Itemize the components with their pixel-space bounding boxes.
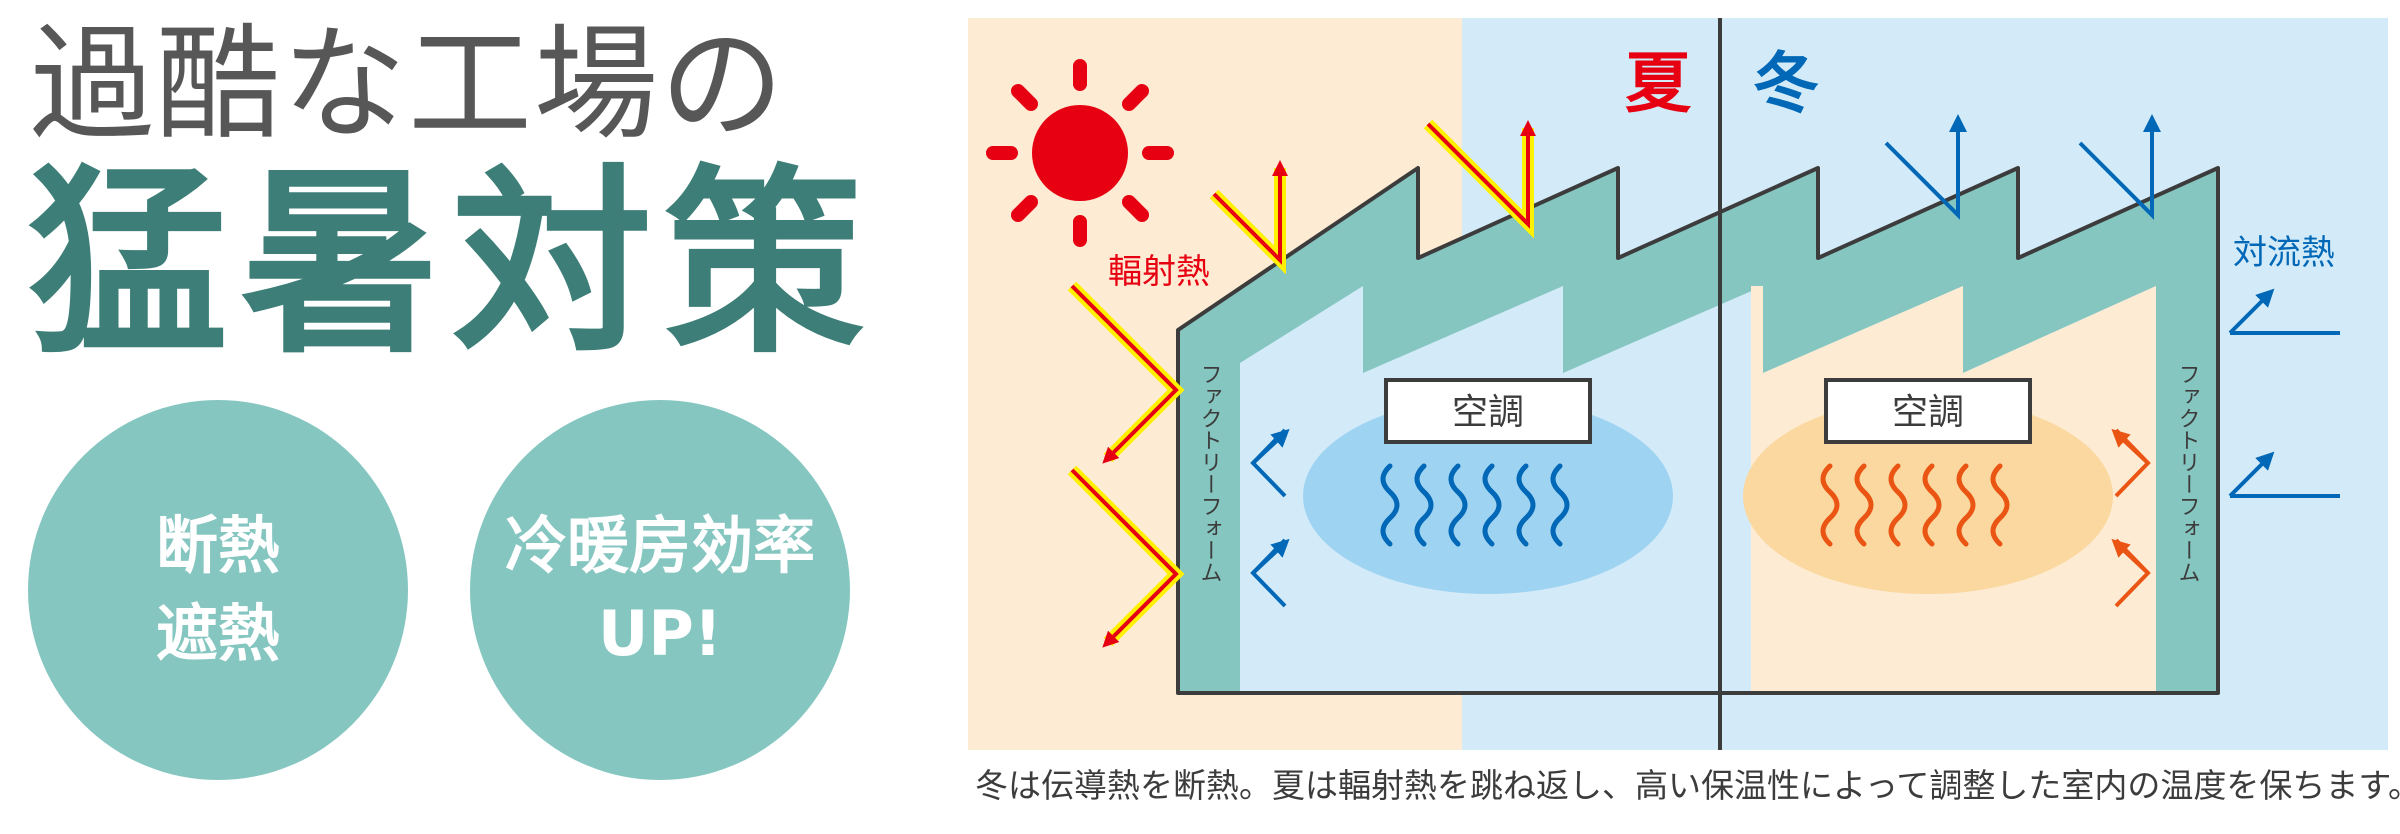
ac-unit-winter: 空調 (1824, 378, 2032, 444)
ac-label-winter: 空調 (1892, 392, 1964, 433)
radiant-heat-label: 輻射熱 (1108, 252, 1210, 292)
factory-diagram: 夏 冬 輻射熱 ファクトリーフォーム ファクトリーフォーム (968, 18, 2388, 750)
convection-heat-label: 対流熱 (2233, 233, 2335, 273)
badge-efficiency: 冷暖房効率 UP! (470, 400, 850, 780)
heat-loss-arrow (1884, 114, 1967, 220)
radiant-heat-arrow (1423, 119, 1536, 239)
headline-main: 猛暑対策 (28, 148, 877, 381)
sun-icon (986, 59, 1174, 247)
badge-efficiency-line1: 冷暖房効率 (504, 509, 815, 582)
radiant-heat-arrow (1067, 281, 1185, 464)
warm-air-area (1743, 398, 2113, 594)
radiant-heat-arrow (1067, 465, 1185, 648)
headline-line1: 過酷な工場の (30, 13, 787, 157)
warm-air-wave-icon (1820, 463, 2010, 547)
season-summer-label: 夏 (1625, 45, 1692, 122)
convection-heat-arrow (2228, 451, 2340, 498)
badge-efficiency-line2: UP! (597, 597, 723, 670)
cool-retention-arrow (1250, 538, 1290, 608)
badge-insulation-line1: 断熱 (155, 509, 280, 582)
cool-air-area (1303, 398, 1673, 594)
convection-heat-arrow (2228, 288, 2340, 335)
season-winter-label: 冬 (1753, 45, 1819, 122)
diagram-caption: 冬は伝導熱を断熱。夏は輻射熱を跳ね返し、高い保温性によって調整した室内の温度を保… (975, 766, 2400, 805)
badge-insulation-line2: 遮熱 (155, 597, 280, 670)
ac-unit-summer: 空調 (1384, 378, 1592, 444)
cool-retention-arrow (1250, 428, 1290, 498)
badge-insulation: 断熱 遮熱 (28, 400, 408, 780)
heat-retention-arrow (2111, 428, 2151, 498)
wall-label-right: ファクトリーフォーム (2175, 363, 2200, 583)
ac-label-summer: 空調 (1452, 392, 1524, 433)
radiant-heat-arrow (1209, 160, 1288, 275)
cool-air-wave-icon (1380, 463, 1570, 547)
wall-label-left: ファクトリーフォーム (1197, 363, 1222, 583)
heat-retention-arrow (2111, 538, 2151, 608)
heat-loss-arrow (2078, 114, 2161, 220)
